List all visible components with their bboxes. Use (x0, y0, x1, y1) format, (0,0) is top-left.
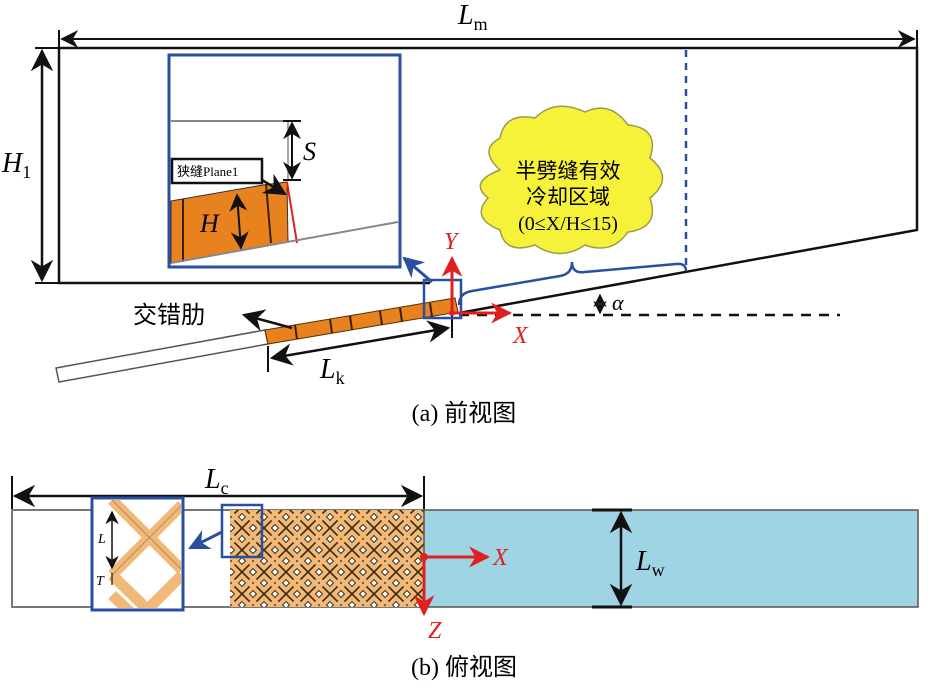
y-axis-label: Y (444, 229, 460, 255)
slot-plane-label: 狭缝Plane1 (177, 164, 238, 179)
h-dimension-arrow (229, 193, 249, 250)
t-label: T (96, 574, 105, 589)
x-axis-label-top: X (492, 545, 509, 571)
lattice-zoom-marker (220, 503, 264, 559)
x-axis-label: X (512, 323, 529, 349)
rib-pointer-arrow (241, 309, 293, 332)
front-view: Lm H1 半劈缝有效 冷却区域 (0≤X/H≤15) α (1, 0, 919, 427)
lk-label: Lk (319, 354, 345, 388)
lw-label: Lw (635, 546, 665, 580)
lattice-zoom-pointer (188, 530, 223, 550)
slot-plane-label-box (170, 157, 264, 185)
cooling-zone-brace (457, 261, 688, 306)
cloud-text-line1: 半劈缝有效 (516, 159, 621, 183)
top-view-caption: (b) 俯视图 (411, 654, 517, 681)
coolant-region (423, 509, 919, 608)
xy-axes: Y X (441, 229, 529, 349)
staggered-rib-lattice (230, 510, 425, 607)
slot-detail-inset: S H 狭缝Plane1 (167, 53, 402, 269)
origin-point (449, 310, 455, 316)
slot-zoom-marker (422, 278, 463, 320)
z-axis-label: Z (428, 618, 442, 644)
origin-point-top (420, 553, 428, 561)
rib-label: 交错肋 (133, 302, 205, 329)
lk-dimension-arrow (269, 320, 451, 366)
h1-label: H1 (1, 148, 31, 182)
lc-label: Lc (204, 464, 229, 498)
staggered-rib-section (264, 297, 459, 345)
zoom-pointer-arrow (402, 256, 433, 284)
top-view: Lc Lw X Z L (11, 464, 919, 681)
xz-axes: X Z (413, 545, 509, 644)
coolant-plate-upstream (55, 329, 269, 383)
cloud-text-line3: (0≤X/H≤15) (518, 213, 618, 235)
l-label: L (97, 532, 106, 547)
alpha-label: α (612, 290, 624, 315)
front-view-caption: (a) 前视图 (412, 400, 517, 427)
h-label: H (199, 209, 220, 238)
lm-label: Lm (457, 0, 488, 34)
lattice-detail-inset: L T (90, 496, 185, 612)
cooling-zone-cloud: 半劈缝有效 冷却区域 (0≤X/H≤15) (479, 105, 664, 255)
cloud-text-line2: 冷却区域 (526, 185, 610, 209)
s-label: S (303, 137, 316, 166)
slot-plane-pointer (261, 173, 287, 196)
